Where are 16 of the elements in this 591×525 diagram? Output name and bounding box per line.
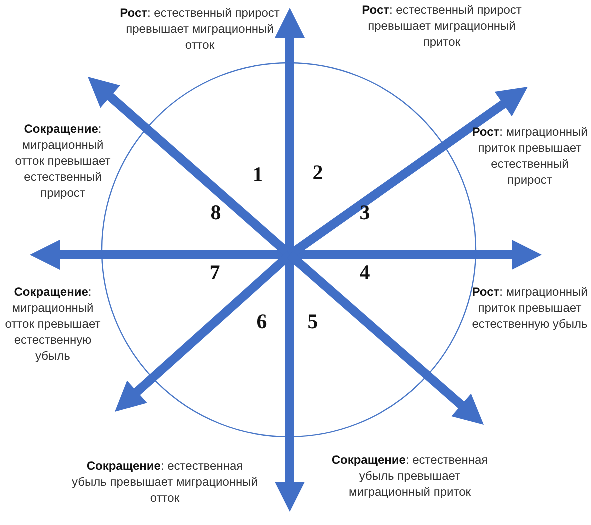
sector-description: Рост: естественный прирост превышает миграционный отток [119,5,281,53]
sector-number: 4 [360,262,370,284]
sector-description: Сокращение: естественная убыль превышает миграционный приток [330,452,490,500]
sector-number: 2 [312,162,324,184]
sector-number: 6 [256,312,268,332]
sector-description: Рост: естественный прирост превышает миграционный приток [361,2,523,50]
sector-description: Сокращение: естественная убыль превышает миграционный отток [72,458,258,506]
sector-description: Сокращение: миграционный отток превышает естественный прирост [14,121,112,201]
sector-description: Рост: миграционный приток превышает естественный прирост [471,124,589,188]
sector-number: 8 [210,202,222,224]
sector-number: 1 [252,164,264,186]
sector-number: 3 [360,202,370,224]
sector-description: Рост: миграционный приток превышает естественную убыль [471,284,589,332]
sector-number: 5 [308,312,318,332]
sector-number: 7 [210,262,220,284]
sector-description: Сокращение: миграционный отток превышает естественную убыль [4,284,102,364]
